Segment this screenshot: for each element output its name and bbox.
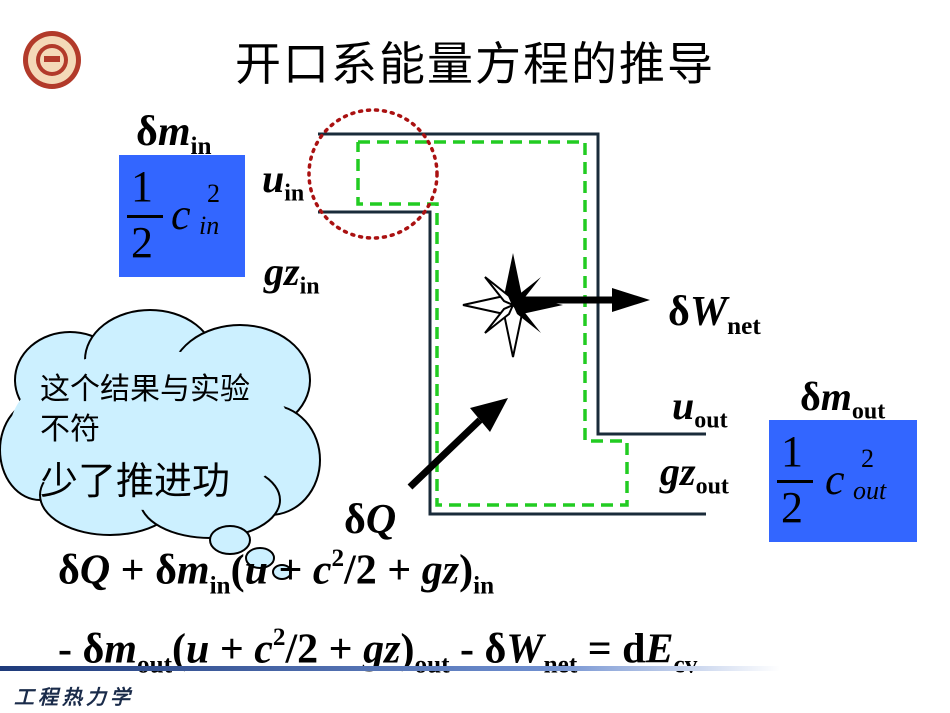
- gz-out-label: gzout: [660, 449, 729, 500]
- dm-in-label: δmin: [136, 109, 212, 160]
- equation-line-1: δQ + δmin(u + c2/2 + gz)in: [58, 545, 495, 600]
- frac-bar: [777, 480, 813, 483]
- cloud-line-2: 不符: [40, 412, 100, 447]
- gz-in-label: gzin: [264, 249, 320, 300]
- cloud-line-1: 这个结果与实验: [40, 372, 250, 407]
- frac-den: 2: [131, 218, 153, 267]
- frac-num: 1: [781, 427, 803, 476]
- frac-var: c: [171, 190, 191, 239]
- dm-out-label: δmout: [800, 374, 886, 425]
- frac-sup: 2: [861, 444, 874, 473]
- frac-sup: 2: [207, 179, 220, 208]
- duct-walls: [318, 132, 706, 516]
- star-icon: [462, 253, 563, 358]
- footer-divider: [0, 666, 780, 671]
- frac-num: 1: [131, 162, 153, 211]
- frac-sub: out: [853, 476, 887, 505]
- cloud-line-3: 少了推进功: [40, 459, 231, 503]
- inlet-highlight-circle: [307, 108, 439, 240]
- control-volume-boundary: [356, 140, 629, 507]
- frac-den: 2: [781, 483, 803, 532]
- page-title: 开口系能量方程的推导: [235, 37, 715, 91]
- heat-arrow: [407, 398, 508, 490]
- u-out-label: uout: [672, 383, 728, 434]
- work-arrow: [520, 288, 650, 312]
- course-name: 工程热力学: [14, 685, 134, 709]
- dW-net-label: δWnet: [668, 289, 761, 340]
- equation-line-2: - δmout(u + c2/2 + gz)out - δWnet = dEcv: [58, 624, 697, 679]
- frac-var: c: [825, 455, 845, 504]
- kinetic-energy-out-box: 1 2 c 2 out: [769, 420, 917, 542]
- thought-cloud: [0, 309, 321, 580]
- frac-sub: in: [199, 211, 220, 240]
- frac-bar: [127, 215, 163, 218]
- u-in-label: uin: [262, 156, 305, 207]
- kinetic-energy-in-box: 1 2 c 2 in: [119, 155, 245, 277]
- university-logo: [22, 30, 82, 90]
- dQ-label: δQ: [344, 497, 397, 543]
